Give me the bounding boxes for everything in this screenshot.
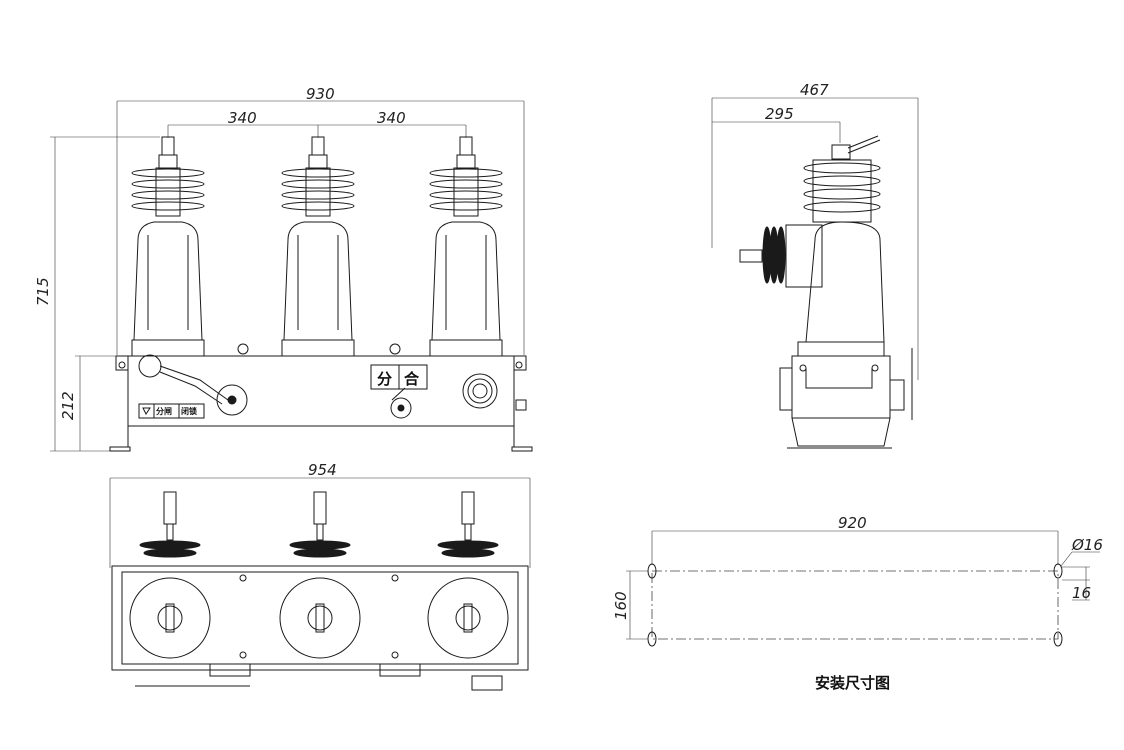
dim-920-text: 920 — [838, 514, 867, 532]
dimension-295: 295 — [712, 105, 841, 143]
top-pole-1 — [129, 491, 211, 659]
indicator-close-label: 合 — [403, 370, 420, 388]
top-frame — [111, 565, 529, 671]
side-pole-body — [805, 221, 885, 343]
dim-467-text: 467 — [800, 81, 829, 99]
dim-16-text: 16 — [1072, 584, 1091, 602]
counter-window — [462, 373, 498, 409]
dimension-920: 920 — [651, 514, 1059, 565]
dim-160-text: 160 — [612, 591, 630, 620]
dim-340-right-text: 340 — [377, 109, 406, 127]
front-view: 930 340 340 715 212 — [34, 85, 533, 452]
open-close-indicator: 分 合 — [370, 364, 428, 419]
top-view: 954 — [109, 461, 531, 691]
label-lock: 闭锁 — [181, 406, 197, 416]
dimension-715: 715 — [34, 136, 160, 452]
side-insulator-sheds — [803, 159, 881, 223]
side-base — [779, 341, 913, 449]
label-plate: 分闸 闭锁 — [138, 403, 205, 419]
dimension-16: 16 — [1062, 566, 1091, 602]
mounting-diagram: 920 160 Ø16 16 安装尺寸图 — [612, 514, 1103, 692]
dimension-930: 930 — [116, 85, 525, 355]
front-pole-1 — [131, 136, 205, 357]
dim-340-left-text: 340 — [228, 109, 257, 127]
mounting-outline — [651, 570, 1059, 640]
mechanism-housing — [109, 355, 533, 452]
dim-212-text: 212 — [59, 391, 77, 420]
dim-dia16-text: Ø16 — [1071, 536, 1103, 554]
dimension-340-pair: 340 340 — [167, 109, 467, 138]
dimension-467: 467 — [711, 81, 919, 380]
top-pole-2 — [279, 491, 361, 659]
dim-295-text: 295 — [765, 105, 794, 123]
top-pole-3 — [427, 491, 509, 659]
mount-hole-br — [1053, 631, 1063, 647]
dimension-160: 160 — [612, 570, 648, 640]
lifting-eye-left — [237, 343, 249, 355]
dim-930-text: 930 — [306, 85, 335, 103]
mount-hole-tr — [1053, 563, 1063, 579]
indicator-open-label: 分 — [377, 370, 392, 388]
operating-handle — [138, 354, 248, 416]
front-pole-2 — [281, 136, 355, 357]
side-view: 467 295 — [711, 81, 919, 449]
dimension-dia16: Ø16 — [1060, 536, 1103, 567]
lifting-eye-right — [389, 343, 401, 355]
side-top-terminal — [847, 135, 881, 154]
dimension-954: 954 — [109, 461, 531, 568]
mounting-caption: 安装尺寸图 — [815, 674, 890, 692]
side-horizontal-terminal — [739, 224, 823, 288]
label-open-close: 分闸 — [156, 406, 172, 416]
dim-715-text: 715 — [34, 277, 52, 306]
top-mechanism-details — [135, 574, 503, 691]
dim-954-text: 954 — [308, 461, 337, 479]
front-pole-3 — [429, 136, 503, 357]
